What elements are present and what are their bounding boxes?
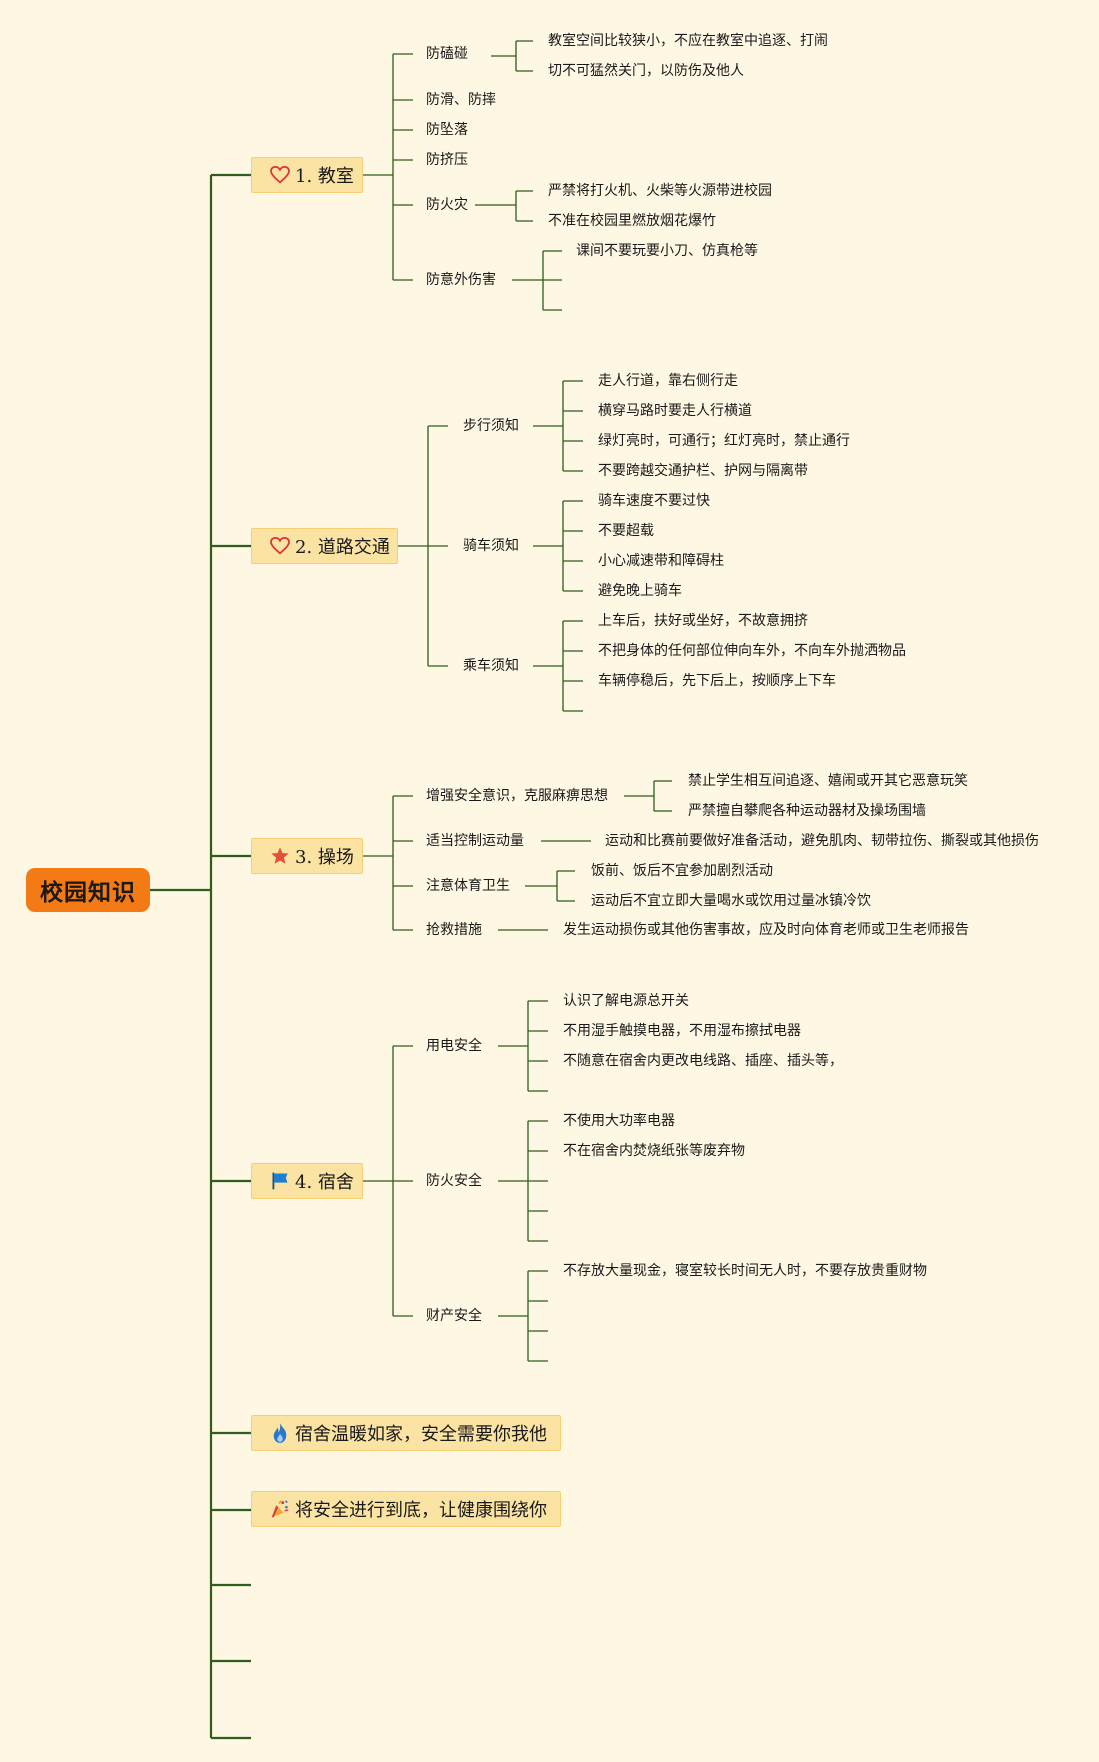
node-aware[interactable]: 增强安全意识，克服麻痹思想 [426,788,608,804]
node-elec-1[interactable]: 认识了解电源总开关 [563,993,689,1009]
node-ride[interactable]: 骑车须知 [463,538,519,554]
node-dorm-fire-2[interactable]: 不在宿舍内焚烧纸张等废弃物 [563,1143,745,1159]
node-dorm-fire-1[interactable]: 不使用大功率电器 [563,1113,675,1129]
party-popper-icon [269,1498,291,1520]
node-injury-1[interactable]: 课间不要玩要小刀、仿真枪等 [576,243,758,259]
node-fire-1[interactable]: 严禁将打火机、火柴等火源带进校园 [548,183,772,199]
node-injury[interactable]: 防意外伤害 [426,272,496,288]
topic-dorm[interactable]: 4. 宿舍 [251,1163,363,1199]
node-walk-1[interactable]: 走人行道，靠右侧行走 [598,373,738,389]
topic-slogan-2[interactable]: 将安全进行到底，让健康围绕你 [251,1491,561,1527]
node-walk-4[interactable]: 不要跨越交通护栏、护网与隔离带 [598,463,808,479]
node-ride-1[interactable]: 骑车速度不要过快 [598,493,710,509]
node-fall[interactable]: 防坠落 [426,122,468,138]
node-rescue-1[interactable]: 发生运动损伤或其他伤害事故，应及时向体育老师或卫生老师报告 [563,922,969,938]
topic-classroom[interactable]: 1. 教室 [251,157,363,193]
flag-icon [269,1170,291,1192]
node-elec-3[interactable]: 不随意在宿舍内更改电线路、插座、插头等， [563,1053,843,1069]
node-bus-3[interactable]: 车辆停稳后，先下后上，按顺序上下车 [598,673,836,689]
node-walk-3[interactable]: 绿灯亮时，可通行；红灯亮时，禁止通行 [598,433,850,449]
node-rescue[interactable]: 抢救措施 [426,922,482,938]
heart-icon [269,535,291,557]
node-hygiene[interactable]: 注意体育卫生 [426,878,510,894]
topic-label: 1. 教室 [295,166,354,187]
topic-label: 3. 操场 [295,847,354,868]
node-control[interactable]: 适当控制运动量 [426,833,524,849]
node-bus-1[interactable]: 上车后，扶好或坐好，不故意拥挤 [598,613,808,629]
topic-label: 2. 道路交通 [295,537,390,558]
node-collision-1[interactable]: 教室空间比较狭小，不应在教室中追逐、打闹 [548,33,828,49]
node-control-1[interactable]: 运动和比赛前要做好准备活动，避免肌肉、韧带拉伤、撕裂或其他损伤 [605,833,1039,849]
node-hygiene-1[interactable]: 饭前、饭后不宜参加剧烈活动 [591,863,773,879]
topic-label: 宿舍温暖如家，安全需要你我他 [295,1424,547,1445]
star-icon [269,845,291,867]
node-elec[interactable]: 用电安全 [426,1038,482,1054]
node-walk[interactable]: 步行须知 [463,418,519,434]
heart-icon [269,164,291,186]
node-bus-2[interactable]: 不把身体的任何部位伸向车外，不向车外抛洒物品 [598,643,906,659]
node-hygiene-2[interactable]: 运动后不宜立即大量喝水或饮用过量冰镇冷饮 [591,893,871,909]
node-property[interactable]: 财产安全 [426,1308,482,1324]
node-ride-3[interactable]: 小心减速带和障碍柱 [598,553,724,569]
node-collision[interactable]: 防磕碰 [426,46,468,62]
node-aware-1[interactable]: 禁止学生相互间追逐、嬉闹或开其它恶意玩笑 [688,773,968,789]
root-node[interactable]: 校园知识 [26,868,150,912]
topic-label: 将安全进行到底，让健康围绕你 [295,1500,547,1521]
node-walk-2[interactable]: 横穿马路时要走人行横道 [598,403,752,419]
node-bus[interactable]: 乘车须知 [463,658,519,674]
node-fire[interactable]: 防火灾 [426,197,468,213]
node-property-1[interactable]: 不存放大量现金，寝室较长时间无人时，不要存放贵重财物 [563,1263,927,1279]
topic-playground[interactable]: 3. 操场 [251,838,363,874]
node-aware-2[interactable]: 严禁擅自攀爬各种运动器材及操场围墙 [688,803,926,819]
node-slip[interactable]: 防滑、防摔 [426,92,496,108]
node-ride-2[interactable]: 不要超载 [598,523,654,539]
topic-slogan-1[interactable]: 宿舍温暖如家，安全需要你我他 [251,1415,561,1451]
node-dorm-fire[interactable]: 防火安全 [426,1173,482,1189]
node-collision-2[interactable]: 切不可猛然关门，以防伤及他人 [548,63,744,79]
node-ride-4[interactable]: 避免晚上骑车 [598,583,682,599]
node-elec-2[interactable]: 不用湿手触摸电器，不用湿布擦拭电器 [563,1023,801,1039]
topic-label: 4. 宿舍 [295,1172,354,1193]
node-crowd[interactable]: 防挤压 [426,152,468,168]
fire-icon [269,1422,291,1444]
node-fire-2[interactable]: 不准在校园里燃放烟花爆竹 [548,213,716,229]
topic-traffic[interactable]: 2. 道路交通 [251,528,398,564]
